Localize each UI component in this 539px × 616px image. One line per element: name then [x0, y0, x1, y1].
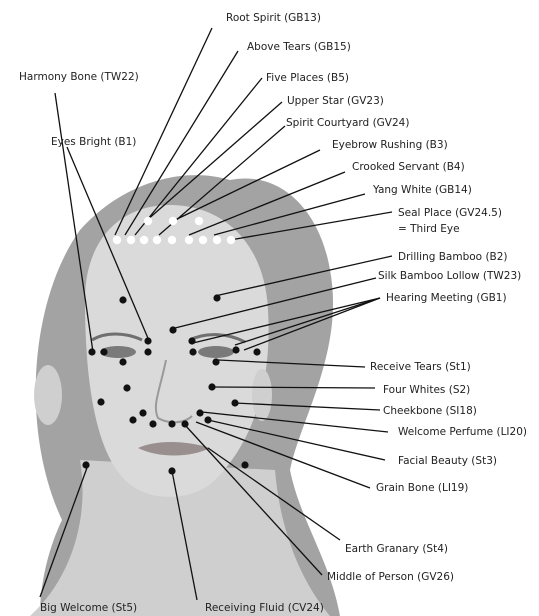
point-dark	[212, 358, 219, 365]
point-dark	[196, 409, 203, 416]
point-dark	[144, 337, 151, 344]
point-dark	[213, 294, 220, 301]
point-dark	[119, 358, 126, 365]
label-grain-bone: Grain Bone (LI19)	[376, 482, 468, 494]
point-dark	[189, 348, 196, 355]
point-light	[153, 236, 161, 244]
point-light	[213, 236, 221, 244]
label-hearing-meeting: Hearing Meeting (GB1)	[386, 292, 507, 304]
label-big-welcome: Big Welcome (St5)	[40, 602, 137, 614]
point-dark	[253, 348, 260, 355]
point-light	[185, 236, 193, 244]
label-facial-beauty: Facial Beauty (St3)	[398, 455, 497, 467]
label-middle-of-person: Middle of Person (GV26)	[327, 571, 454, 583]
label-silk-bamboo: Silk Bamboo Lollow (TW23)	[378, 270, 521, 282]
label-eyes-bright: Eyes Bright (B1)	[51, 136, 136, 148]
point-light	[127, 236, 135, 244]
label-crooked-servant: Crooked Servant (B4)	[352, 161, 465, 173]
point-light	[227, 236, 235, 244]
label-yang-white: Yang White (GB14)	[372, 184, 472, 196]
point-dark	[88, 348, 95, 355]
label-spirit-courtyard: Spirit Courtyard (GV24)	[286, 117, 409, 129]
point-light	[144, 217, 152, 225]
point-light	[169, 217, 177, 225]
point-dark	[149, 420, 156, 427]
point-dark	[123, 384, 130, 391]
point-dark	[232, 346, 239, 353]
point-dark	[82, 461, 89, 468]
point-dark	[97, 398, 104, 405]
right-eye	[198, 346, 234, 358]
point-dark	[188, 337, 195, 344]
label-eyebrow-rushing: Eyebrow Rushing (B3)	[332, 139, 448, 151]
point-dark	[204, 416, 211, 423]
right-ear	[252, 369, 272, 421]
point-dark	[168, 420, 175, 427]
point-dark	[119, 296, 126, 303]
label-seal-place-2: = Third Eye	[398, 223, 460, 235]
point-light	[199, 236, 207, 244]
label-root-spirit: Root Spirit (GB13)	[226, 12, 321, 24]
left-ear	[34, 365, 62, 425]
label-receiving-fluid: Receiving Fluid (CV24)	[205, 602, 324, 614]
point-dark	[241, 461, 248, 468]
label-cheekbone: Cheekbone (SI18)	[383, 405, 477, 417]
point-dark	[169, 326, 176, 333]
label-receive-tears: Receive Tears (St1)	[370, 361, 471, 373]
label-earth-granary: Earth Granary (St4)	[345, 543, 448, 555]
point-dark	[181, 420, 188, 427]
point-dark	[231, 399, 238, 406]
point-dark	[100, 348, 107, 355]
point-light	[113, 236, 121, 244]
point-light	[140, 236, 148, 244]
label-harmony-bone: Harmony Bone (TW22)	[19, 71, 139, 83]
point-dark	[208, 383, 215, 390]
point-light	[195, 217, 203, 225]
label-seal-place-1: Seal Place (GV24.5)	[398, 207, 502, 219]
point-dark	[144, 348, 151, 355]
point-dark	[168, 467, 175, 474]
point-light	[168, 236, 176, 244]
point-dark	[129, 416, 136, 423]
point-dark	[139, 409, 146, 416]
label-upper-star: Upper Star (GV23)	[287, 95, 384, 107]
label-four-whites: Four Whites (S2)	[383, 384, 470, 396]
label-above-tears: Above Tears (GB15)	[247, 41, 351, 53]
label-drilling-bamboo: Drilling Bamboo (B2)	[398, 251, 508, 263]
label-welcome-perfume: Welcome Perfume (LI20)	[398, 426, 527, 438]
label-five-places: Five Places (B5)	[266, 72, 349, 84]
